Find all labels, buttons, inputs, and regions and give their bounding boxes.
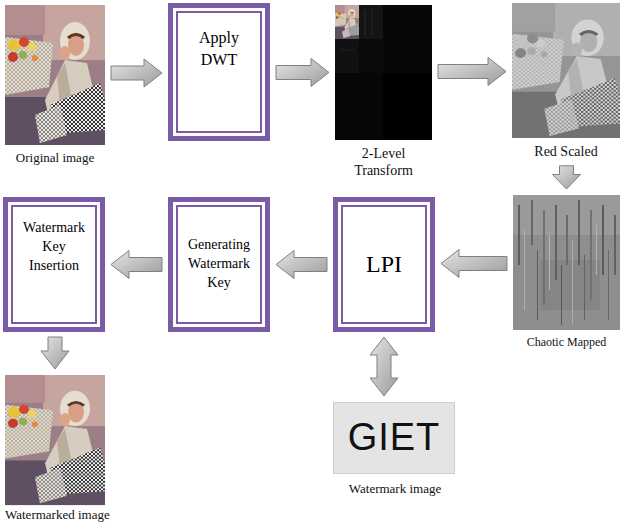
illustration-part — [340, 50, 355, 51]
block-arrow — [438, 58, 506, 86]
watermark-text: GIET — [348, 417, 441, 459]
process-label: Apply DWT — [194, 27, 244, 70]
process-label: LPI — [366, 248, 402, 280]
process-box: Watermark Key Insertion — [3, 197, 105, 332]
process-box: LPI — [333, 197, 435, 332]
illustration-part — [335, 5, 359, 39]
block-arrow — [441, 250, 507, 278]
image-caption: Watermark image — [334, 481, 456, 497]
illustration-part — [566, 215, 568, 265]
illustration-part — [335, 39, 359, 73]
image-node: Original image — [5, 5, 105, 145]
process-box: Generating Watermark Key — [168, 197, 270, 332]
chaotic-mapped-image — [513, 195, 620, 330]
illustration-part — [608, 250, 609, 320]
block-arrow — [276, 59, 329, 87]
illustration-part — [365, 10, 366, 36]
illustration-part — [590, 210, 592, 300]
image-caption: Original image — [0, 150, 115, 166]
illustration-part — [543, 210, 545, 305]
illustration-part — [549, 235, 550, 290]
image-node: Red Scaled — [512, 3, 620, 138]
illustration-part — [584, 255, 585, 320]
illustration-part — [561, 265, 562, 325]
red-scaled-image — [512, 3, 620, 138]
image-node: Watermarked image — [5, 375, 105, 505]
illustration-part — [524, 230, 525, 310]
illustration-part — [512, 3, 620, 138]
illustration-part — [614, 215, 616, 275]
process-label: Watermark Key Insertion — [17, 219, 91, 276]
image-caption: Chaotic Mapped — [513, 335, 620, 349]
illustration-part — [572, 240, 573, 325]
image-caption: Red Scaled — [512, 144, 620, 161]
illustration-part — [513, 195, 620, 330]
image-node: 2-Level Transform — [335, 5, 432, 140]
process-label: Generating Watermark Key — [182, 236, 256, 293]
illustration-part — [359, 39, 383, 73]
original-photo — [5, 5, 105, 145]
dwt-transform-image — [335, 5, 432, 140]
watermarked-photo — [5, 375, 105, 505]
illustration-part — [531, 200, 533, 245]
image-node: Chaotic Mapped — [513, 195, 620, 330]
connector-group — [41, 58, 581, 397]
illustration-part — [372, 8, 373, 34]
block-arrow — [41, 337, 69, 369]
illustration-part — [555, 205, 557, 280]
image-caption: 2-Level Transform — [344, 146, 424, 180]
illustration-part — [383, 5, 432, 73]
illustration-part — [512, 3, 620, 138]
block-arrow — [370, 337, 398, 396]
block-arrow — [111, 251, 162, 279]
illustration-part — [359, 5, 383, 39]
image-caption: Watermarked image — [5, 507, 135, 523]
illustration-part — [537, 250, 538, 320]
illustration-part — [335, 5, 432, 140]
block-arrow — [553, 166, 581, 189]
illustration-part — [578, 200, 580, 265]
block-arrow — [276, 251, 327, 279]
watermark-box: GIETWatermark image — [333, 402, 455, 474]
illustration-part — [518, 205, 520, 265]
process-box: Apply DWT — [168, 3, 270, 141]
illustration-part — [335, 73, 383, 140]
block-arrow — [111, 59, 162, 87]
illustration-part — [602, 205, 604, 275]
illustration-part — [596, 225, 597, 275]
